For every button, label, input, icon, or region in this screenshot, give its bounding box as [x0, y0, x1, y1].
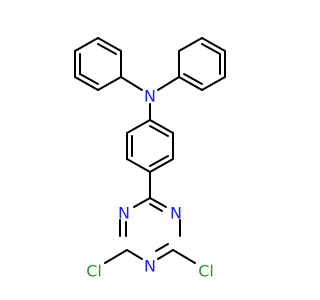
right-phenyl-ring: [178, 37, 226, 91]
double-bond-inner: [79, 73, 99, 85]
triazine-nitrogen-right-label: N: [170, 204, 182, 223]
bond-c-cl-right: [172, 249, 196, 264]
double-bond-inner: [183, 73, 203, 85]
bond: [149, 119, 174, 134]
bond: [149, 197, 167, 208]
bond: [74, 76, 99, 91]
triazine-nitrogen-left-label: N: [118, 204, 130, 223]
bond-right-ring-to-n: [157, 76, 180, 91]
bond: [126, 119, 151, 134]
triazine-nitrogen-bottom-label: N: [144, 257, 156, 276]
bond: [126, 249, 143, 260]
bond-left-ring-to-n: [120, 76, 143, 91]
triazine-ring: [119, 197, 181, 260]
bond-c-cl-left: [104, 249, 128, 264]
chemical-structure: N N N N Cl Cl: [74, 37, 226, 281]
bond: [149, 158, 174, 173]
central-phenyl-ring: [126, 119, 174, 173]
double-bond-inner: [149, 125, 169, 137]
bond: [133, 197, 151, 208]
double-bond-inner: [155, 243, 169, 252]
bond: [178, 76, 203, 91]
double-bond-inner: [201, 43, 221, 55]
chlorine-left-label: Cl: [86, 262, 102, 281]
bond: [201, 37, 226, 52]
double-bond-inner: [97, 43, 117, 55]
bond: [157, 249, 174, 260]
bond: [178, 37, 203, 52]
bond: [201, 76, 226, 91]
double-bond-inner: [149, 155, 169, 167]
double-bond-inner: [149, 203, 163, 212]
bond: [97, 76, 122, 91]
left-phenyl-ring: [74, 37, 122, 91]
bond: [74, 37, 99, 52]
bond: [126, 158, 151, 173]
bond: [97, 37, 122, 52]
chlorine-right-label: Cl: [198, 262, 214, 281]
amine-nitrogen-label: N: [144, 87, 156, 106]
